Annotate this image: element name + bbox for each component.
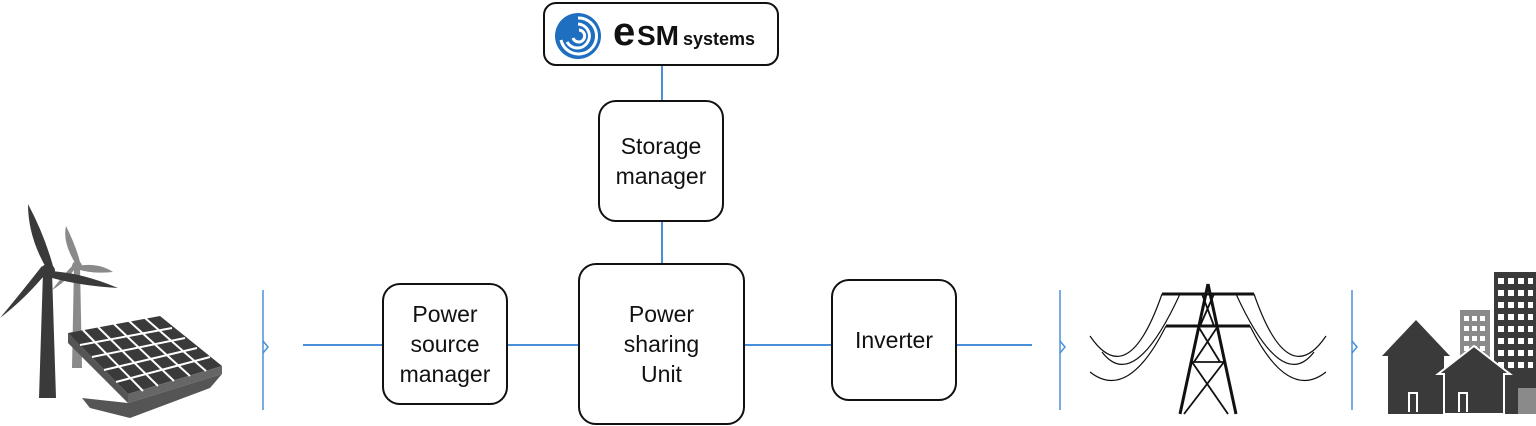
inverter-box: Inverter bbox=[831, 279, 957, 401]
logo-letters-sm: SM bbox=[637, 20, 679, 51]
logo-word-systems: systems bbox=[683, 29, 756, 49]
power-source-manager-line-3: manager bbox=[399, 361, 491, 387]
power-source-manager-line-2: source bbox=[410, 331, 480, 357]
power-sharing-unit-line-3: Unit bbox=[641, 361, 682, 387]
connector-logo-storage bbox=[661, 66, 663, 102]
separator-middle bbox=[1059, 290, 1066, 410]
storage-manager-line-2: manager bbox=[615, 163, 707, 189]
solar-panel-icon bbox=[68, 316, 222, 418]
separator-right bbox=[1351, 290, 1358, 410]
connector-source-to-manager bbox=[303, 344, 384, 346]
storage-manager-box: Storage manager bbox=[598, 100, 724, 222]
connector-manager-psu bbox=[507, 344, 580, 346]
inverter-label: Inverter bbox=[855, 327, 933, 353]
renewable-sources-illustration bbox=[0, 204, 222, 418]
power-pylon-icon bbox=[1089, 283, 1327, 415]
esm-swirl-icon bbox=[555, 13, 601, 59]
logo-letter-e: e bbox=[613, 10, 635, 54]
power-sharing-unit-line-1: Power bbox=[628, 301, 695, 327]
power-sharing-unit-box: Power sharing Unit bbox=[578, 263, 745, 425]
connector-storage-psu bbox=[661, 222, 663, 265]
power-source-manager-box: Power source manager bbox=[382, 283, 508, 405]
separator-left bbox=[262, 290, 269, 410]
power-source-manager-line-1: Power bbox=[412, 301, 478, 327]
power-sharing-unit-line-2: sharing bbox=[623, 331, 700, 357]
storage-manager-line-1: Storage bbox=[620, 133, 702, 159]
houses-icon bbox=[1382, 320, 1513, 414]
esm-systems-logo: e SM systems bbox=[543, 2, 779, 66]
connector-inverter-to-grid bbox=[956, 344, 1032, 346]
connector-psu-inverter bbox=[743, 344, 833, 346]
buildings-illustration bbox=[1382, 272, 1536, 414]
